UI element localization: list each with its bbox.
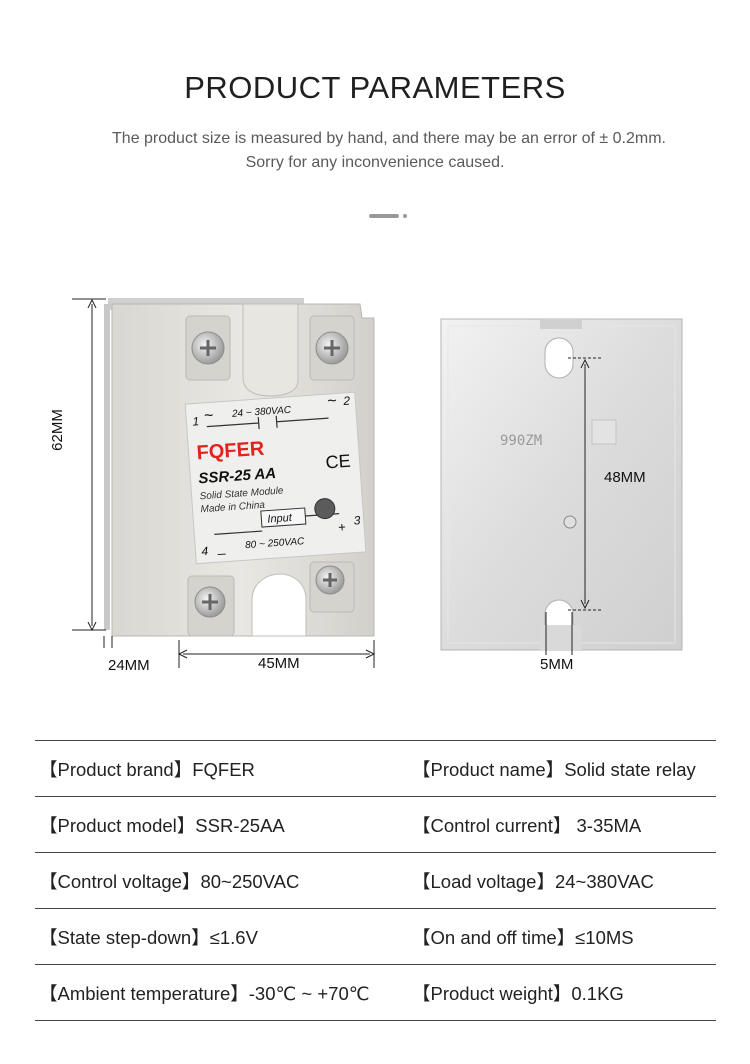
desc-line-2: Made in China [200,500,266,516]
plus-symbol: + [338,519,347,534]
width-dimension-label: 45MM [258,655,300,672]
relay-front-image: FQFER SSR-25 AA CE Solid State Module Ma… [72,298,376,668]
spec-cell: 【Control voltage】80~250VAC [39,870,300,892]
spec-row: 【Control voltage】80~250VAC 【Load voltage… [35,852,716,908]
terminal-1-label: 1 [192,414,200,428]
spec-row: 【Product brand】FQFER 【Product name】Solid… [35,740,716,796]
spec-row: 【State step-down】≤1.6V 【On and off time】… [35,908,716,964]
spec-cell: 【Product name】Solid state relay [412,758,696,780]
spec-cell: 【Product weight】0.1KG [412,982,624,1004]
minus-symbol: _ [216,539,226,556]
input-label: Input [267,512,293,526]
page-title: PRODUCT PARAMETERS [184,70,566,105]
subtitle-line-1: The product size is measured by hand, an… [112,130,666,147]
relay-back-image: 990ZM [440,318,683,655]
ce-mark: CE [325,451,351,473]
spec-cell: 【Product brand】FQFER [39,758,255,780]
model-label: SSR-25 AA [198,465,277,487]
divider-dash [369,214,399,218]
spec-table: 【Product brand】FQFER 【Product name】Solid… [35,740,716,1021]
terminal-2-label: 2 [342,394,351,409]
spec-row: 【Ambient temperature】-30℃ ~ +70℃ 【Produc… [35,964,716,1021]
indicator-led [314,498,336,520]
hole-distance-label: 48MM [604,469,646,486]
ac-symbol-right: ~ [327,393,338,411]
center-rivet-icon [563,515,577,529]
spec-cell: 【Product model】SSR-25AA [39,814,285,836]
divider-dot [403,214,407,218]
spec-row: 【Product model】SSR-25AA 【Control current… [35,796,716,852]
slot-width-label: 5MM [540,656,574,673]
plate-stamp: 990ZM [500,433,542,449]
spec-cell: 【State step-down】≤1.6V [39,926,258,948]
logo-fqfer: FQFER [196,438,266,465]
spec-cell: 【Control current】 3-35MA [412,814,642,836]
terminal-3-label: 3 [353,513,361,527]
spec-cell: 【On and off time】≤10MS [412,926,634,948]
height-dimension-label: 62MM [49,409,66,451]
depth-dimension-label: 24MM [108,657,150,674]
terminal-4-label: 4 [201,544,209,558]
spec-cell: 【Ambient temperature】-30℃ ~ +70℃ [39,982,370,1004]
subtitle-line-2: Sorry for any inconvenience caused. [245,154,505,171]
control-voltage-label: 80 ~ 250VAC [245,536,306,551]
ac-symbol-left: ~ [203,407,214,425]
spec-cell: 【Load voltage】24~380VAC [412,870,654,892]
